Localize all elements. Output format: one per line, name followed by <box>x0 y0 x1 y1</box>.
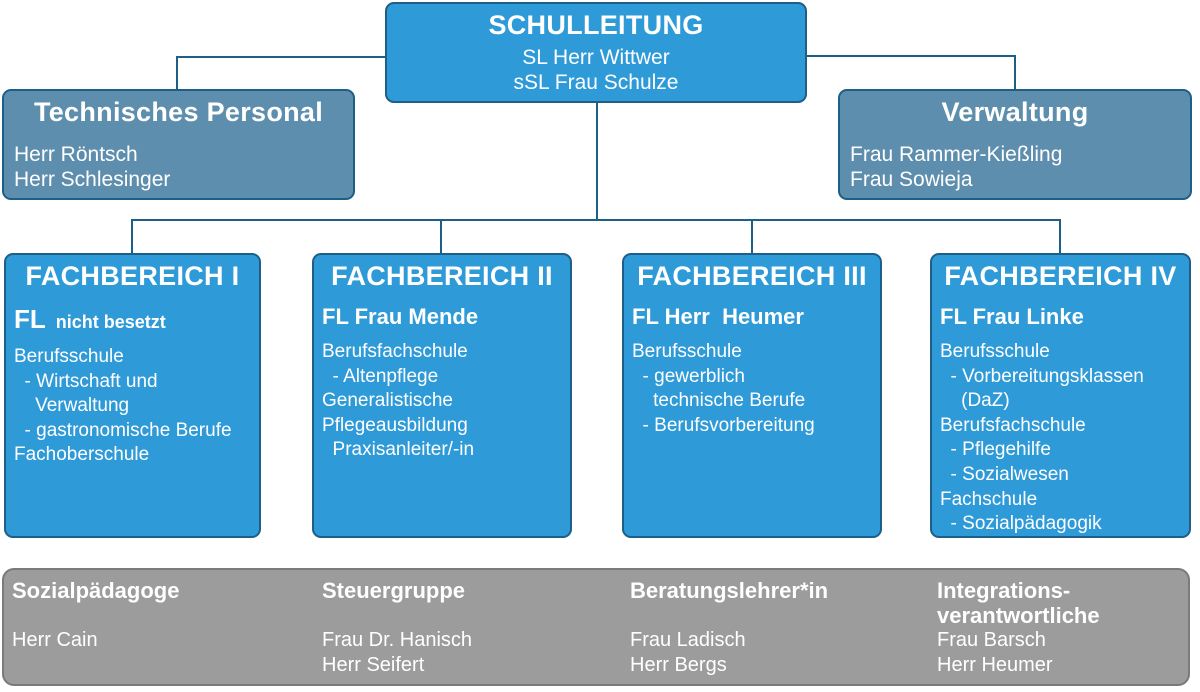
technisches-personal-box: Technisches Personal Herr Röntsch Herr S… <box>2 89 355 200</box>
fl-label: FL Frau Mende <box>322 304 479 329</box>
fachbereich-3-body: Berufsschule - gewerblich technische Ber… <box>632 341 815 436</box>
technisches-personal-names: Herr Röntsch Herr Schlesinger <box>14 143 171 191</box>
fachbereich-3-box: FACHBEREICH III FL Herr Heumer Berufssch… <box>622 253 882 538</box>
column-names: Herr Cain <box>12 629 98 651</box>
fachbereich-2-body: Berufsfachschule - Altenpflege Generalis… <box>322 341 475 461</box>
connector-rail-horizontal <box>131 219 1061 221</box>
verwaltung-box: Verwaltung Frau Rammer-Kießling Frau Sow… <box>838 89 1192 200</box>
column-integrationsverantwortliche: Integrations- verantwortliche Frau Barsc… <box>937 578 1100 677</box>
fachbereich-1-title: FACHBEREICH I <box>25 261 240 291</box>
technisches-personal-title: Technisches Personal <box>33 97 324 127</box>
fl-note: nicht besetzt <box>45 312 166 332</box>
schulleitung-box: SCHULLEITUNG SL Herr Wittwer sSL Frau Sc… <box>385 2 807 103</box>
fachbereich-2-title: FACHBEREICH II <box>331 261 553 291</box>
connector-right-vertical <box>1014 55 1016 90</box>
fachbereich-3-leader: FL Herr Heumer <box>632 304 880 330</box>
schulleitung-title: SCHULLEITUNG <box>488 10 704 40</box>
column-title: Beratungslehrer*in <box>630 578 829 603</box>
connector-drop-fb1 <box>131 219 133 254</box>
fachbereich-2-box: FACHBEREICH II FL Frau Mende Berufsfachs… <box>312 253 572 538</box>
column-steuergruppe: Steuergruppe Frau Dr. Hanisch Herr Seife… <box>322 578 472 677</box>
column-title: Integrations- verantwortliche <box>937 578 1100 628</box>
column-title: Sozialpädagoge <box>12 578 180 603</box>
column-sozialpaedagoge: Sozialpädagoge Herr Cain <box>12 578 179 653</box>
connector-left-vertical <box>176 56 178 90</box>
connector-right-horizontal <box>806 55 1016 57</box>
fl-label: FL <box>14 304 46 334</box>
connector-drop-fb4 <box>1059 219 1061 254</box>
schulleitung-staff: SL Herr Wittwer sSL Frau Schulze <box>513 46 679 94</box>
fachbereich-1-leader: FL nicht besetzt <box>14 304 259 335</box>
connector-schulleitung-drop <box>596 102 598 220</box>
fachbereich-4-body: Berufsschule - Vorbereitungsklassen (DaZ… <box>940 341 1144 535</box>
column-beratungslehrer: Beratungslehrer*in Frau Ladisch Herr Ber… <box>630 578 828 677</box>
connector-drop-fb3 <box>751 219 753 254</box>
fachbereich-4-leader: FL Frau Linke <box>940 304 1189 330</box>
column-names: Frau Barsch Herr Heumer <box>937 629 1053 676</box>
connector-drop-fb2 <box>440 219 442 254</box>
column-names: Frau Ladisch Herr Bergs <box>630 629 746 676</box>
support-roles-bar: Sozialpädagoge Herr Cain Steuergruppe Fr… <box>2 568 1190 686</box>
fachbereich-2-leader: FL Frau Mende <box>322 304 570 330</box>
connector-left-horizontal <box>176 56 386 58</box>
fachbereich-3-title: FACHBEREICH III <box>637 261 867 291</box>
fachbereich-1-box: FACHBEREICH I FL nicht besetzt Berufssch… <box>4 253 261 538</box>
column-title: Steuergruppe <box>322 578 466 603</box>
fachbereich-1-body: Berufsschule - Wirtschaft und Verwaltung… <box>14 346 232 466</box>
verwaltung-names: Frau Rammer-Kießling Frau Sowieja <box>850 143 1063 191</box>
fl-label: FL Herr Heumer <box>632 304 804 329</box>
fl-label: FL Frau Linke <box>940 304 1084 329</box>
fachbereich-4-box: FACHBEREICH IV FL Frau Linke Berufsschul… <box>930 253 1191 538</box>
column-names: Frau Dr. Hanisch Herr Seifert <box>322 629 473 676</box>
verwaltung-title: Verwaltung <box>941 97 1089 127</box>
fachbereich-4-title: FACHBEREICH IV <box>944 261 1177 291</box>
